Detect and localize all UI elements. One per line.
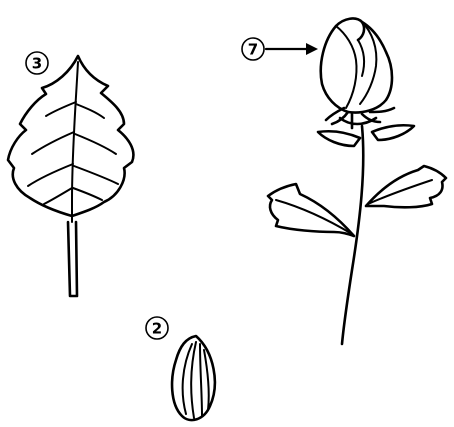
label-leaf-number: 3: [32, 55, 42, 73]
label-seed-number: 2: [152, 320, 162, 338]
leaf-vein-1: [46, 102, 76, 116]
seed-line-4: [204, 350, 209, 410]
seed-icon: [172, 336, 215, 420]
leaf-vein-4: [75, 134, 116, 154]
leaf-icon: [8, 56, 133, 296]
right-lower-leaf: [366, 166, 446, 207]
label-flower-number: 7: [248, 41, 258, 59]
leaf-midrib: [72, 62, 78, 222]
arrow-head: [306, 43, 318, 55]
leaf-vein-8: [73, 188, 102, 200]
rosebud-icon: [268, 19, 446, 344]
leaf-vein-7: [44, 188, 72, 204]
right-lower-leaf-vein: [368, 180, 432, 204]
seed-line-2: [191, 342, 196, 418]
leaf-vein-5: [28, 164, 73, 186]
upper-left-leaf: [318, 131, 360, 146]
leaf-outline: [8, 56, 133, 216]
bud-inner-fold-3: [358, 40, 364, 76]
upper-right-leaf: [372, 125, 414, 140]
leaf-stem: [68, 222, 77, 296]
arrow-right-icon: [266, 43, 318, 55]
seed-line-3: [200, 344, 202, 416]
bud-inner-fold-1: [336, 26, 357, 108]
label-leaf: 3: [26, 52, 48, 74]
label-seed: 2: [146, 317, 168, 339]
label-flower: 7: [242, 38, 264, 60]
leaf-vein-6: [74, 166, 118, 184]
leaf-vein-3: [32, 132, 74, 154]
leaf-vein-2: [76, 104, 104, 118]
